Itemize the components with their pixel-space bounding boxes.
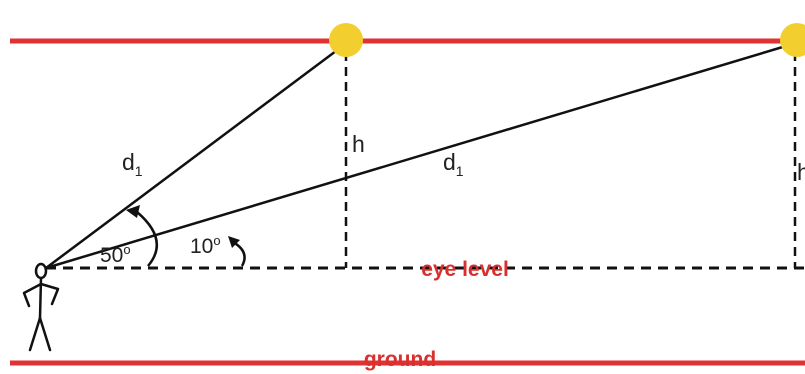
stick-figure-icon <box>22 262 60 352</box>
angle-label-50: 50o <box>100 242 131 267</box>
angle-label-10: 10o <box>190 233 221 258</box>
sight-line-shallow <box>45 44 787 270</box>
distance-label-right: d1 <box>443 149 464 179</box>
sight-line-steep <box>45 46 341 270</box>
ground-label: ground <box>364 348 436 371</box>
sun-icon <box>329 23 363 57</box>
distance-label-left: d1 <box>122 149 143 179</box>
angle-arc-50 <box>136 211 158 267</box>
angle-arrowhead-50 <box>126 205 140 218</box>
sun-icon <box>780 23 805 57</box>
height-label-right: h <box>797 159 805 185</box>
angle-arc-10 <box>232 240 246 267</box>
eye-level-label: eye level <box>421 258 509 281</box>
height-label-left: h <box>352 131 365 157</box>
angle-arrowhead-10 <box>228 236 240 248</box>
